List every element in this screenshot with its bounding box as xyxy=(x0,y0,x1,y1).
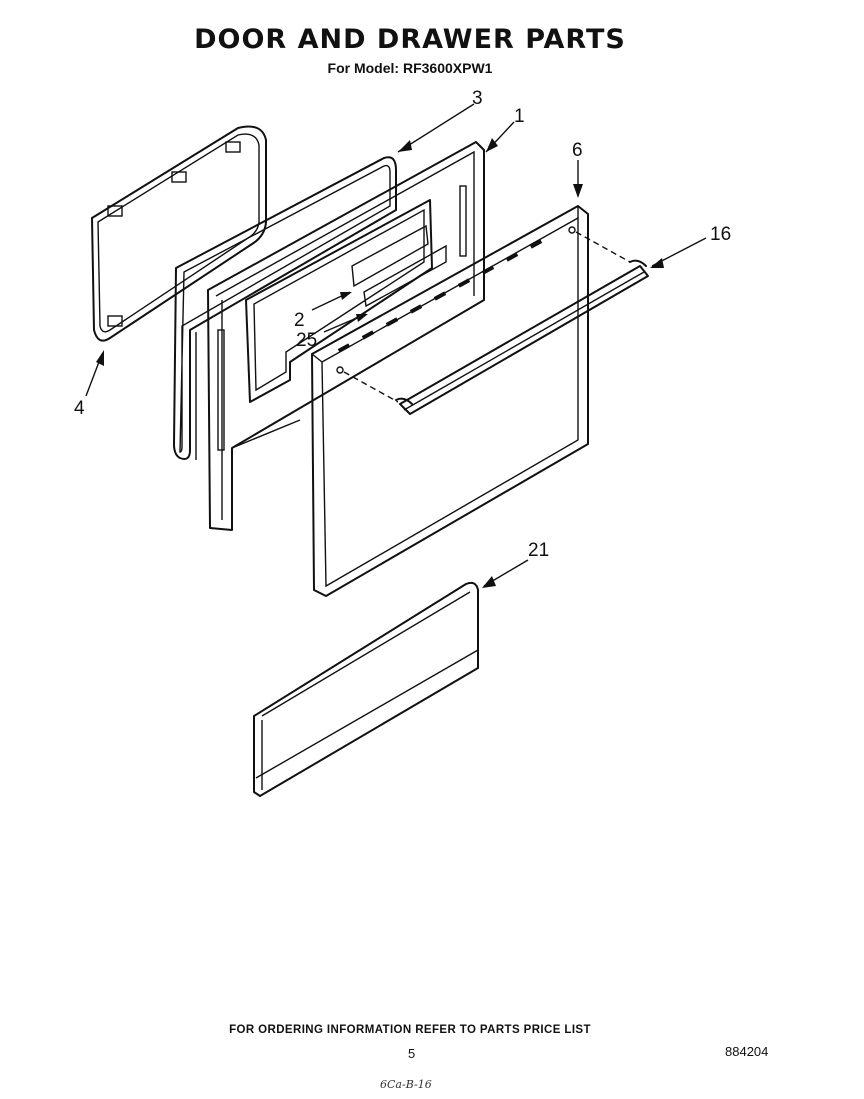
part-21-drawer-front xyxy=(253,581,479,797)
callout-6: 6 xyxy=(572,140,583,161)
part-16-handle xyxy=(343,231,649,415)
callout-25: 25 xyxy=(296,330,317,351)
model-line: For Model: RF3600XPW1 xyxy=(327,60,493,76)
page-number: 5 xyxy=(408,1046,416,1061)
part-1-inner-frame xyxy=(207,141,485,531)
callout-2: 2 xyxy=(294,310,305,331)
callout-21: 21 xyxy=(528,540,549,561)
handwritten-note: 6Ca-B-16 xyxy=(380,1078,432,1091)
callout-1: 1 xyxy=(514,106,525,127)
page-title: DOOR AND DRAWER PARTS xyxy=(194,24,626,55)
part-4-door-panel xyxy=(91,125,267,342)
callout-16: 16 xyxy=(710,224,731,245)
part-3-gasket xyxy=(173,156,397,460)
callout-4: 4 xyxy=(74,398,85,419)
callout-3: 3 xyxy=(472,88,483,109)
ordering-note: FOR ORDERING INFORMATION REFER TO PARTS … xyxy=(229,1024,591,1036)
part-6-door-front xyxy=(311,205,589,597)
document-number: 884204 xyxy=(725,1044,769,1059)
leader-lines xyxy=(85,103,707,588)
